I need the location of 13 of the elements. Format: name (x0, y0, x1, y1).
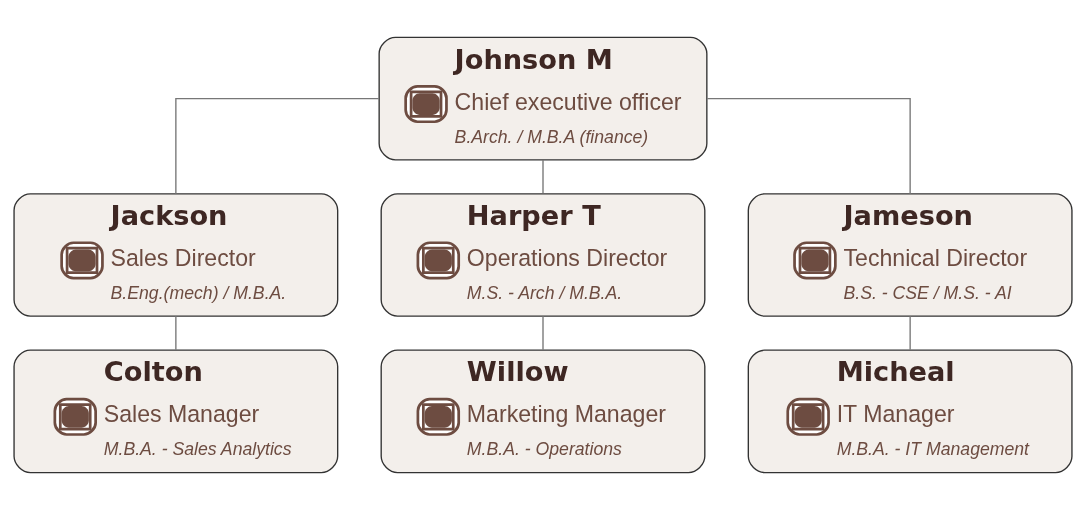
connector (542, 315, 544, 350)
node-box: Willow Marketing Manager M.B.A. - Operations (380, 349, 706, 473)
connector (175, 97, 380, 194)
node-box: Johnson M Chief executive officer B.Arch. / M.B.A (finance) (378, 36, 708, 160)
connector (175, 315, 177, 350)
connector (542, 158, 544, 194)
node-box: Colton Sales Manager M.B.A. - Sales Analytics (13, 349, 339, 473)
connector (909, 315, 911, 350)
node-box: Jameson Technical Director B.S. - CSE / M.S. - AI (747, 192, 1073, 317)
node-box: Micheal IT Manager M.B.A. - IT Management (747, 349, 1073, 473)
connector (706, 97, 911, 194)
node-box: Harper T Operations Director M.S. - Arch / M.B.A. (380, 192, 706, 317)
node-box: Jackson Sales Director B.Eng.(mech) / M.B.A. (13, 192, 339, 317)
